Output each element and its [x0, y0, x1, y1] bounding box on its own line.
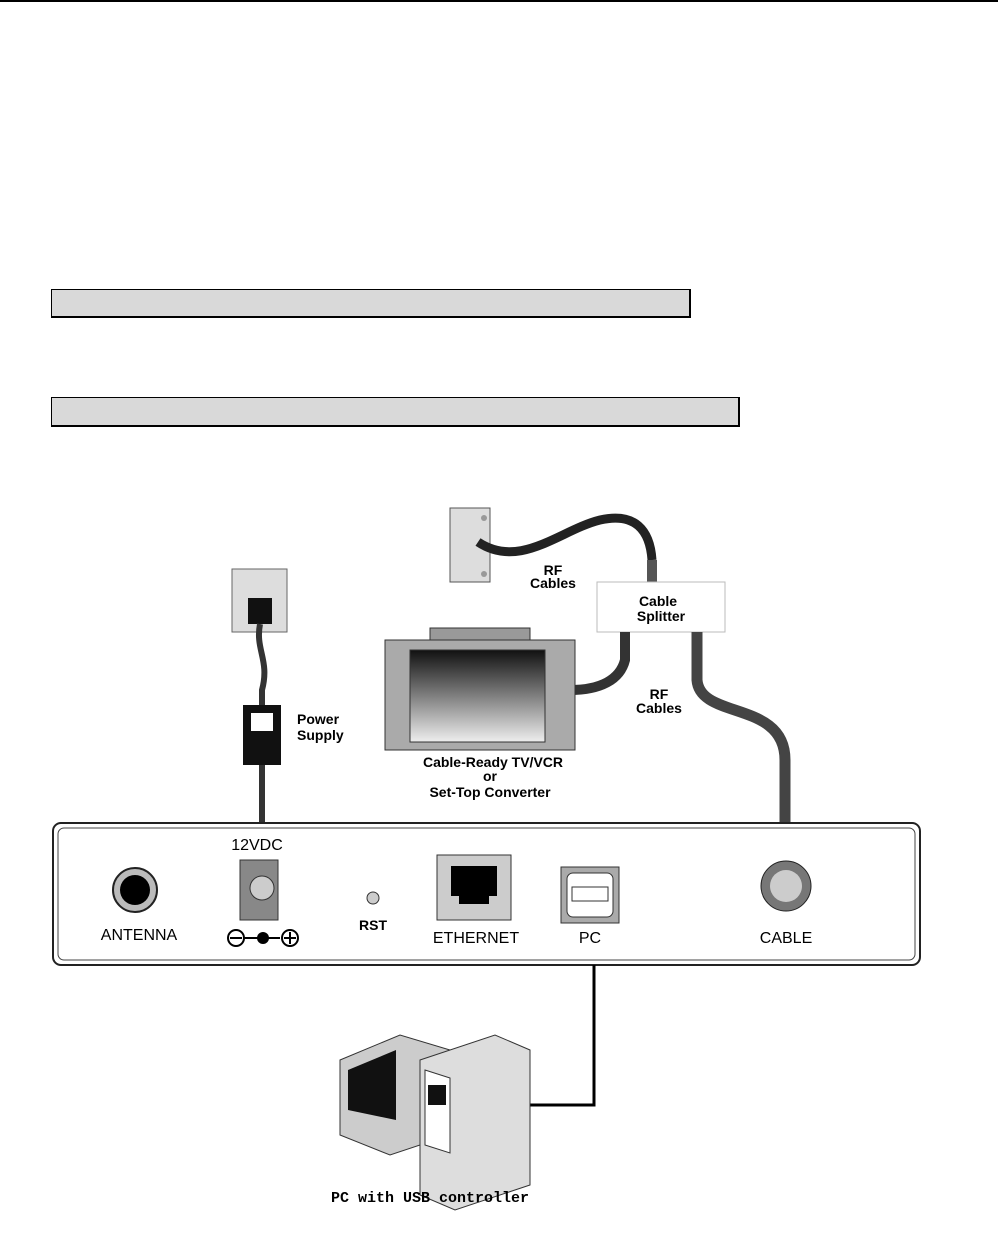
- antenna-port[interactable]: ANTENNA: [101, 867, 178, 944]
- cable-splitter: Cable Splitter: [596, 581, 726, 633]
- diagram-label: ANTENNA: [101, 927, 178, 944]
- header-rule: [0, 0, 998, 2]
- rf-cable-modem: [691, 632, 791, 822]
- diagram-label: RF: [544, 562, 563, 578]
- diagram-label: Splitter: [637, 608, 686, 624]
- usb-port[interactable]: PC: [560, 866, 620, 947]
- diagram-label: ETHERNET: [433, 930, 519, 947]
- usb-cable: [528, 965, 596, 1107]
- diagram-label: Cables: [636, 700, 682, 716]
- diagram-label: Cable: [639, 593, 677, 609]
- diagram-label: Supply: [297, 727, 344, 743]
- diagram-label: RF: [650, 686, 669, 702]
- ethernet-port[interactable]: ETHERNET: [433, 854, 519, 947]
- rf-cable-tv: [569, 632, 630, 695]
- diagram-label: Cable-Ready TV/VCR: [423, 754, 563, 770]
- power-outlet-icon: [231, 568, 288, 633]
- dc-power-port[interactable]: 12VDC: [227, 837, 299, 947]
- diagram-label: PC: [579, 930, 601, 947]
- diagram-label: Cables: [530, 575, 576, 591]
- diagram-label: 12VDC: [231, 837, 283, 854]
- power-supply-icon: [243, 705, 281, 765]
- diagram-label: PC with USB controller: [331, 1190, 529, 1207]
- gray-text-box-2: [51, 397, 740, 427]
- rf-cable-top: [475, 513, 657, 561]
- gray-text-box-1: [51, 289, 691, 318]
- diagram-label: or: [483, 768, 498, 784]
- reset-button[interactable]: RST: [359, 891, 387, 933]
- diagram-label: Set-Top Converter: [429, 784, 551, 800]
- pc-icon: [339, 1034, 531, 1211]
- tv-icon: [384, 627, 576, 751]
- cable-port[interactable]: CABLE: [760, 860, 812, 947]
- diagram-label: CABLE: [760, 930, 812, 947]
- power-cord: [256, 623, 268, 705]
- diagram-label: Power: [297, 711, 340, 727]
- diagram-label: RST: [359, 917, 387, 933]
